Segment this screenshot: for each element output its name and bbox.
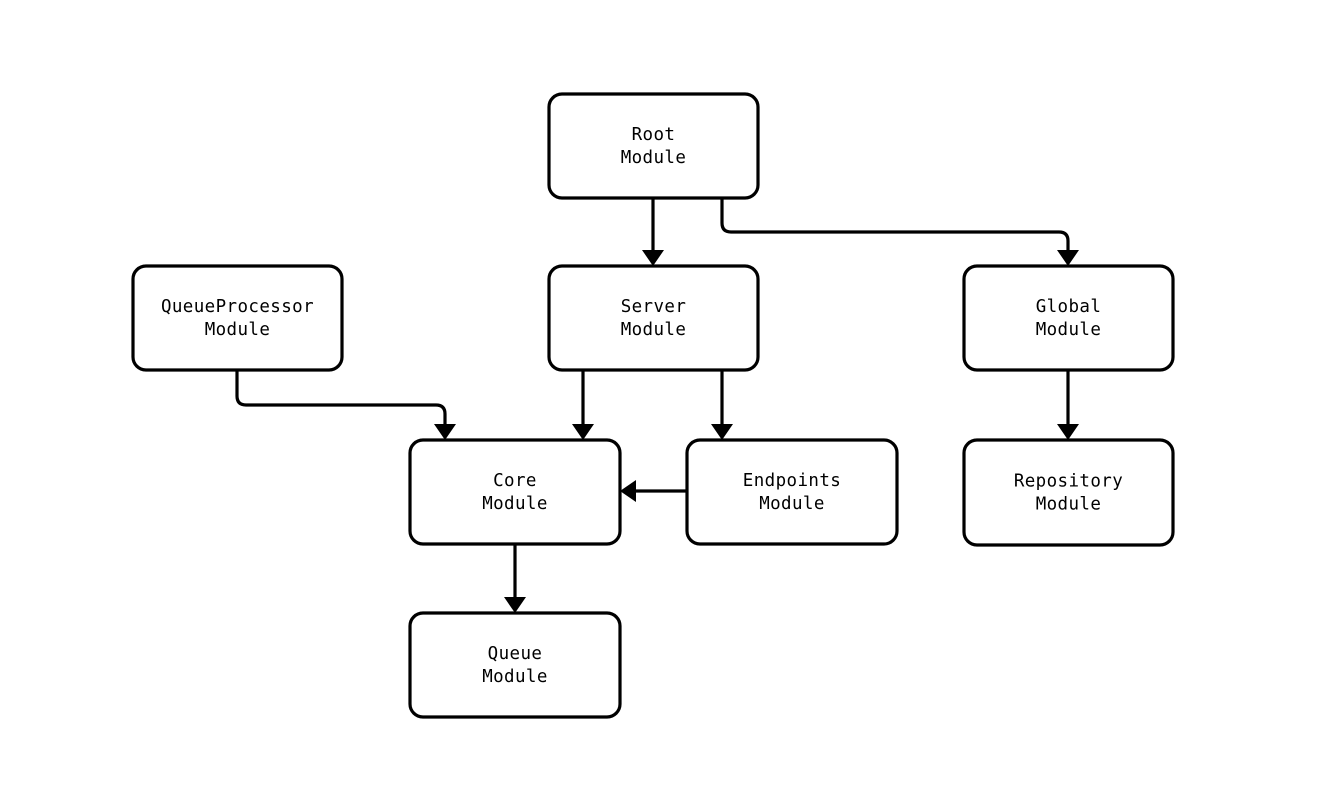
node-label-line1-core: Core xyxy=(493,471,537,491)
node-label-line2-endpoints: Module xyxy=(759,494,825,514)
edge-line xyxy=(720,198,1070,252)
node-box-endpoints[interactable] xyxy=(685,438,899,546)
arrowhead-icon xyxy=(642,250,664,266)
arrowhead-icon xyxy=(620,480,636,502)
edge-line xyxy=(235,370,447,426)
node-label-line2-root: Module xyxy=(621,148,687,168)
node-box-global[interactable] xyxy=(962,264,1175,372)
arrowhead-icon xyxy=(1057,424,1079,440)
node-box-queueprocessor[interactable] xyxy=(131,264,344,372)
arrowhead-icon xyxy=(572,424,594,440)
edge-queueprocessor-to-core xyxy=(235,370,456,440)
node-label-line2-queue: Module xyxy=(482,667,548,687)
node-label-line2-core: Module xyxy=(482,494,548,514)
edge-server-to-endpoints xyxy=(711,370,733,440)
node-box-queue[interactable] xyxy=(408,611,622,719)
arrowhead-icon xyxy=(504,597,526,613)
node-box-core[interactable] xyxy=(408,438,622,546)
node-label-line1-queueprocessor: QueueProcessor xyxy=(161,297,314,317)
nodes-layer: RootModuleQueueProcessorModuleServerModu… xyxy=(131,92,1175,719)
edge-server-to-core xyxy=(572,370,594,440)
arrowhead-icon xyxy=(1057,250,1079,266)
node-label-line1-queue: Queue xyxy=(488,644,543,664)
edge-global-to-repository xyxy=(1057,370,1079,440)
node-box-repository[interactable] xyxy=(962,438,1175,547)
node-label-line1-endpoints: Endpoints xyxy=(743,471,841,491)
edge-endpoints-to-core xyxy=(620,480,687,502)
node-label-line2-queueprocessor: Module xyxy=(205,320,271,340)
node-label-line2-server: Module xyxy=(621,320,687,340)
node-label-line1-server: Server xyxy=(621,297,687,317)
arrowhead-icon xyxy=(711,424,733,440)
edges-layer xyxy=(235,198,1079,613)
node-label-line1-root: Root xyxy=(632,125,676,145)
node-label-line2-global: Module xyxy=(1036,320,1102,340)
node-label-line2-repository: Module xyxy=(1036,495,1102,515)
node-label-line1-repository: Repository xyxy=(1014,472,1123,492)
node-box-server[interactable] xyxy=(547,264,760,372)
node-box-root[interactable] xyxy=(547,92,760,200)
edge-root-to-server xyxy=(642,198,664,266)
node-label-line1-global: Global xyxy=(1036,297,1102,317)
edge-core-to-queue xyxy=(504,544,526,613)
arrowhead-icon xyxy=(434,424,456,440)
edge-root-to-global xyxy=(720,198,1079,266)
